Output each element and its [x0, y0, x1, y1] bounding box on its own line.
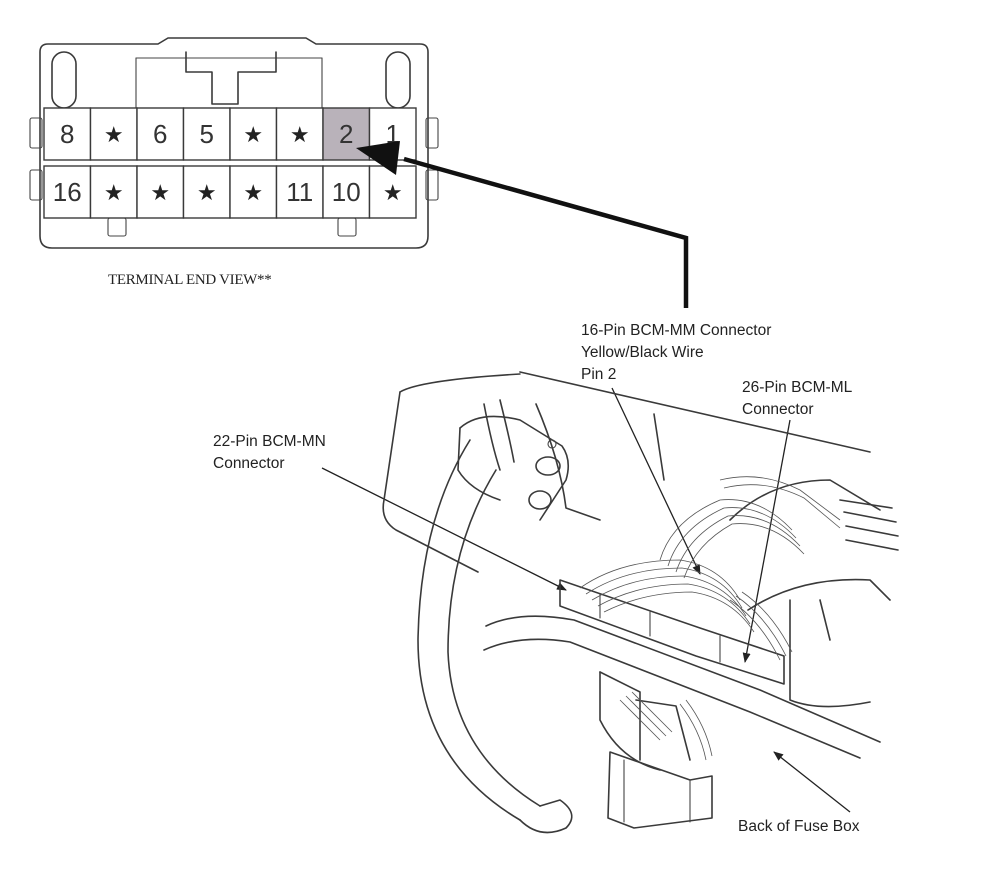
callout-bcm-mn-line1: 22-Pin BCM-MN [213, 433, 326, 450]
pin-number: 16 [53, 177, 82, 207]
pin-number: 11 [286, 177, 313, 207]
pin-cell [275, 107, 324, 161]
leader-bcm-mn [321, 467, 567, 591]
pin-cell [136, 107, 185, 161]
pin-unused-star: ★ [290, 123, 310, 148]
connector-right-slot [385, 51, 411, 109]
pin-unused-star: ★ [104, 181, 124, 206]
pin-unused-star: ★ [197, 181, 217, 206]
leader-bcm-ml [742, 419, 791, 663]
pin-cell [89, 107, 138, 161]
pin-unused-star: ★ [243, 123, 263, 148]
callout-fuse-box-line1: Back of Fuse Box [738, 818, 860, 835]
pin-cell [229, 107, 278, 161]
pin-cell [182, 165, 231, 219]
pin-unused-star: ★ [104, 123, 124, 148]
pin-number: 1 [386, 119, 400, 149]
leader-bcm-mm [611, 387, 701, 575]
callout-bcm-mm-line3: Pin 2 [581, 366, 616, 383]
leader-fuse-box [773, 751, 851, 813]
connector-housing [39, 37, 429, 249]
connector-latch [185, 51, 277, 105]
pin-number: 2 [339, 119, 353, 149]
pin2-pointer-arrow [356, 141, 689, 308]
callout-bcm-ml-line1: 26-Pin BCM-ML [742, 379, 853, 396]
callout-bcm-mm: 16-Pin BCM-MM Connector Yellow/Black Wir… [581, 322, 771, 383]
connector-terminal-view: 8 ★ 6 5 ★ ★ 2 1 16 ★ ★ ★ ★ 11 10 ★ TERMINAL END VIEW** [29, 37, 439, 288]
callout-fuse-box: Back of Fuse Box [738, 818, 860, 835]
pin-unused-star: ★ [383, 181, 403, 206]
pin-number: 5 [200, 119, 214, 149]
pin-unused-star: ★ [150, 181, 170, 206]
connector-body-row [559, 579, 785, 685]
leader-lines [321, 387, 851, 813]
fuse-box-illustration [382, 371, 899, 834]
callout-bcm-mn-line2: Connector [213, 455, 285, 472]
pin-cell [43, 165, 92, 219]
pin-number: 6 [153, 119, 167, 149]
pin-cell [322, 165, 371, 219]
wire-bundle [579, 476, 841, 761]
callout-bcm-ml-line2: Connector [742, 401, 814, 418]
pin-cell [136, 165, 185, 219]
pin-grid: 8 ★ 6 5 ★ ★ 2 1 16 ★ ★ ★ ★ 11 10 ★ [43, 107, 417, 219]
callout-bcm-mn: 22-Pin BCM-MN Connector [213, 433, 326, 472]
callout-bcm-ml: 26-Pin BCM-ML Connector [742, 379, 853, 418]
terminal-view-caption: TERMINAL END VIEW** [108, 272, 271, 288]
pin-unused-star: ★ [243, 181, 263, 206]
pin-number: 10 [332, 177, 361, 207]
connector-left-slot [51, 51, 77, 109]
pin-cell [229, 165, 278, 219]
pin-cell [275, 165, 324, 219]
pin-number: 8 [60, 119, 74, 149]
callout-bcm-mm-line2: Yellow/Black Wire [581, 344, 704, 361]
callout-bcm-mm-line1: 16-Pin BCM-MM Connector [581, 322, 771, 339]
